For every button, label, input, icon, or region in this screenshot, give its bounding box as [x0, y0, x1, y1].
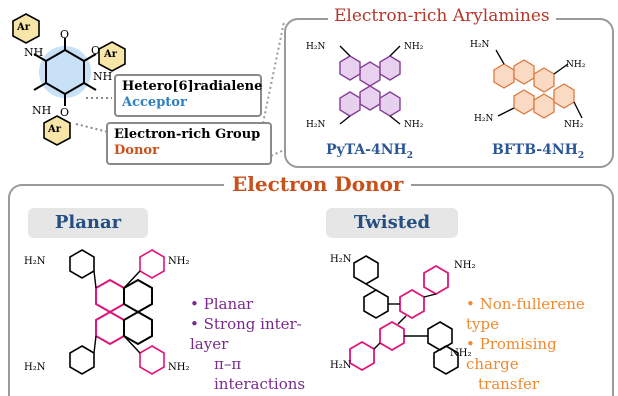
twisted-label: Twisted — [326, 208, 458, 238]
planar-bullet-1: • Planar — [190, 295, 254, 313]
bftb-nh2-br: NH₂ — [564, 120, 584, 130]
nh-label-3: NH — [32, 104, 52, 117]
planar-bullet-3: π–π interactions — [214, 355, 306, 393]
twisted-nh2-br: NH₂ — [450, 348, 472, 359]
o-label-1: O — [60, 28, 70, 41]
acceptor-box-line1: Hetero[6]radialene — [122, 79, 263, 94]
pyta-structure — [339, 45, 401, 125]
donor-box: Electron-rich Group Donor — [106, 122, 272, 165]
arylamines-title: Electron-rich Arylamines — [328, 6, 556, 26]
twisted-bullet-3: transfer — [478, 375, 540, 393]
planar-nh2-bl: H₂N — [24, 362, 46, 373]
donor-box-line2: Donor — [114, 143, 159, 159]
ar-group-right — [98, 41, 126, 72]
bftb-structure — [493, 49, 583, 119]
nh-label-2: NH — [93, 70, 113, 83]
planar-nh2-tl: H₂N — [24, 256, 46, 267]
acceptor-box-line2: Acceptor — [122, 95, 187, 111]
ar-group-bottom — [43, 115, 71, 146]
pyta-nh2-br: NH₂ — [404, 120, 424, 130]
acceptor-box: Hetero[6]radialene Acceptor — [114, 74, 262, 117]
bftb-nh2-tr: NH₂ — [566, 60, 586, 70]
ar-group-top — [12, 13, 40, 44]
pyta-nh2-tr: NH₂ — [404, 42, 424, 52]
radialene-structure — [12, 13, 126, 146]
nh-label-1: NH — [24, 46, 44, 59]
twisted-bullet-1: • Non-fullerene type — [466, 295, 585, 333]
twisted-nh2-tl: H₂N — [330, 254, 352, 265]
ar-label-right: Ar — [104, 49, 118, 60]
ar-label-bottom: Ar — [48, 124, 62, 135]
pyta-name: PyTA-4NH2 — [326, 142, 414, 161]
planar-bullet-2: • Strong inter-layer — [190, 315, 302, 353]
o-label-2: O — [91, 44, 101, 57]
twisted-nh2-bl: H₂N — [330, 360, 352, 371]
twisted-bullet-2: • Promising charge — [466, 335, 557, 373]
ar-label-top: Ar — [17, 22, 31, 33]
twisted-nh2-tr: NH₂ — [454, 260, 476, 271]
donor-box-line1: Electron-rich Group — [114, 127, 261, 142]
acceptor-glow — [39, 46, 91, 98]
planar-nh2-tr: NH₂ — [168, 256, 190, 267]
o-label-3: O — [60, 106, 70, 119]
bftb-name: BFTB-4NH2 — [492, 142, 585, 161]
connector-lines — [75, 21, 285, 161]
bftb-nh2-bl: H₂N — [474, 114, 494, 124]
planar-nh2-br: NH₂ — [168, 362, 190, 373]
twisted-structure — [349, 255, 459, 375]
donor-title: Electron Donor — [224, 172, 412, 196]
planar-bullets: • Planar • Strong inter-layer π–π intera… — [190, 294, 320, 394]
pyta-nh2-bl: H₂N — [306, 120, 326, 130]
planar-structure — [69, 249, 165, 375]
bftb-nh2-tl: H₂N — [470, 40, 490, 50]
pyta-nh2-tl: H₂N — [306, 42, 326, 52]
twisted-bullets: • Non-fullerene type • Promising charge … — [466, 294, 614, 394]
planar-label: Planar — [28, 208, 148, 238]
